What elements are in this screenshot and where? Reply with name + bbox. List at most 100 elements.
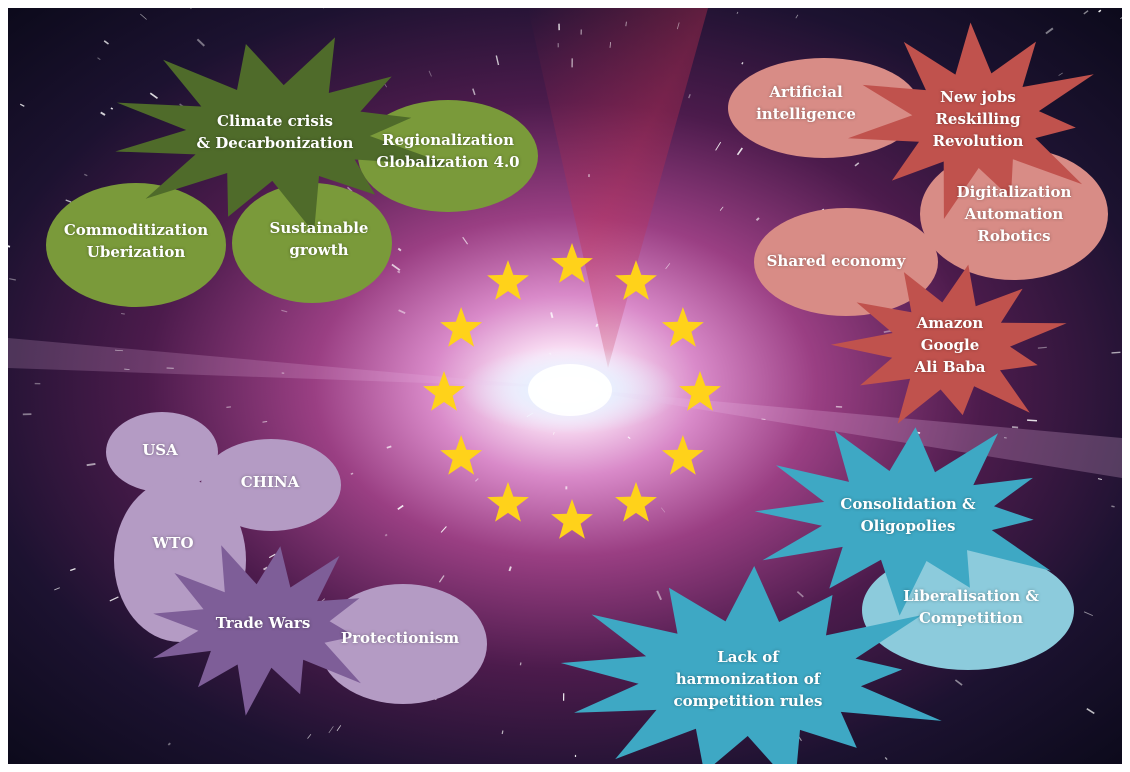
spark (268, 553, 276, 559)
spark (384, 533, 388, 537)
spark (440, 526, 447, 533)
spark (263, 566, 268, 571)
spark (550, 312, 554, 319)
spark (69, 567, 76, 572)
spark (167, 742, 171, 746)
spark (736, 147, 743, 156)
eu-stars-circle (423, 243, 721, 539)
spark (741, 62, 744, 65)
spark (262, 421, 268, 423)
spark (736, 11, 739, 14)
spark (884, 756, 888, 761)
spark (1011, 426, 1019, 429)
spark (676, 22, 680, 30)
shared-economy-bubble (754, 208, 938, 316)
spark (281, 309, 288, 313)
spark (149, 92, 158, 99)
eu-star-icon (423, 371, 465, 411)
spark (336, 725, 342, 732)
spark (9, 278, 16, 281)
spark (719, 206, 724, 211)
spark (398, 309, 406, 315)
spark (495, 55, 500, 66)
spark (1098, 9, 1102, 13)
red-light-streak (528, 8, 708, 368)
spark (114, 349, 124, 352)
eu-star-icon (615, 260, 657, 300)
spark (1058, 72, 1063, 76)
spark (397, 247, 402, 252)
light-core (528, 364, 612, 416)
spark (391, 263, 401, 271)
usa-bubble (106, 412, 218, 492)
spark (1027, 419, 1038, 422)
spark (1097, 478, 1102, 480)
ai-bubble (728, 58, 920, 158)
spark (755, 217, 760, 222)
spark (665, 263, 671, 270)
consolidation-burst (754, 427, 1051, 616)
new-jobs-burst (848, 22, 1094, 219)
trade-wars-burst (153, 545, 361, 716)
eu-star-icon (551, 243, 593, 283)
spark (1083, 611, 1093, 617)
protectionism-bubble (319, 584, 487, 704)
spark (1111, 351, 1121, 354)
eu-star-icon (661, 435, 704, 475)
spark (474, 478, 479, 482)
eu-star-icon (487, 260, 529, 300)
spark (19, 103, 25, 107)
spark (110, 107, 114, 110)
spark (519, 662, 522, 666)
commoditization-bubble (46, 183, 226, 307)
spark (661, 507, 666, 513)
spark (54, 587, 60, 591)
spark (438, 575, 445, 583)
spark (854, 162, 860, 167)
spark (688, 94, 691, 99)
spark (883, 329, 892, 334)
spark (397, 270, 401, 274)
spark (954, 679, 963, 686)
spark (761, 418, 766, 420)
spark (656, 590, 662, 601)
harmonization-burst (560, 566, 942, 764)
spark (462, 236, 469, 245)
climate-crisis-burst (115, 37, 453, 233)
spark (472, 88, 476, 96)
spark (65, 199, 72, 203)
spark (501, 730, 504, 735)
spark (140, 13, 147, 20)
spark (609, 42, 611, 48)
spark (196, 38, 205, 47)
spark (1037, 346, 1047, 349)
spark (625, 21, 628, 27)
sustainable-growth-bubble (232, 183, 392, 303)
eu-star-icon (661, 307, 704, 347)
eu-star-icon (440, 307, 483, 347)
spark (1111, 505, 1115, 508)
platforms-burst (830, 264, 1067, 424)
spark (796, 591, 804, 598)
spark (1120, 17, 1122, 20)
regionalization-bubble (358, 100, 538, 212)
spark (715, 141, 722, 151)
spark (1083, 10, 1089, 15)
spark (428, 70, 432, 77)
spark (1086, 708, 1095, 715)
china-bubble (201, 439, 341, 531)
spark (350, 472, 354, 475)
eu-star-icon (615, 481, 657, 522)
spark (86, 462, 96, 467)
spark (595, 323, 599, 328)
eu-star-icon (440, 435, 483, 475)
spark (103, 40, 109, 45)
spark (121, 312, 125, 315)
spark (109, 596, 119, 602)
eu-star-icon (487, 481, 529, 522)
eu-star-icon (679, 371, 721, 411)
spark (627, 436, 631, 440)
spark (84, 173, 88, 177)
spark (386, 445, 392, 449)
spark (328, 726, 334, 734)
